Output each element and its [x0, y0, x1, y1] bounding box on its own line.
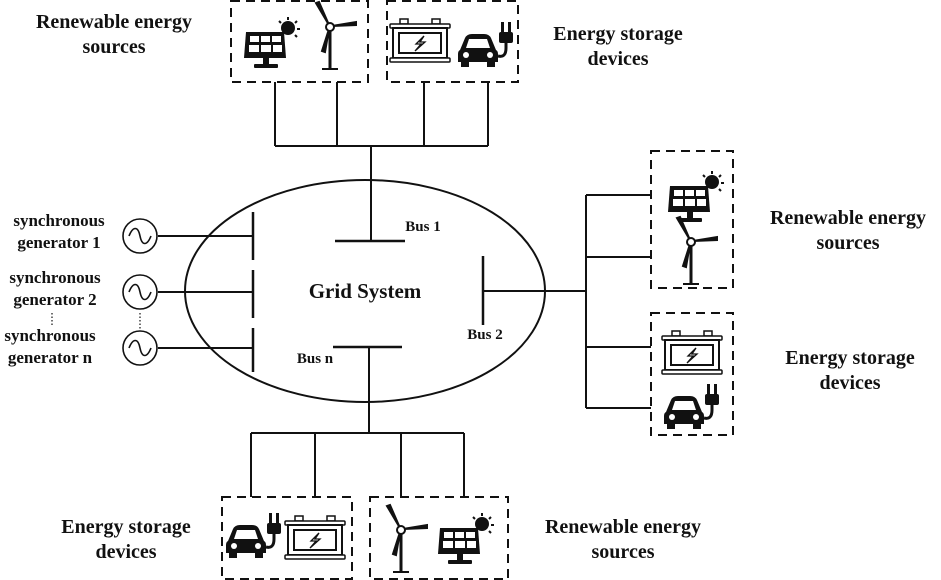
- electric-car-icon: [224, 511, 283, 560]
- grid-system-title: Grid System: [308, 279, 422, 303]
- bus-2-label: Bus 2: [467, 327, 503, 343]
- generator-1-line2: generator 1: [17, 233, 101, 253]
- generator-2-line2: generator 2: [13, 290, 97, 310]
- right-renewable-line1: Renewable energy: [769, 207, 927, 229]
- wind-turbine-icon: [314, 0, 358, 71]
- top-storage-box: [386, 0, 519, 83]
- generator-2-line1: synchronous: [9, 268, 101, 287]
- top-connections: [274, 82, 489, 241]
- bottom-storage-line1: Energy storage: [61, 516, 191, 538]
- top-renewable-line1: Renewable energy: [35, 11, 193, 33]
- ac-source-icon-1: [122, 218, 158, 254]
- right-connections: [483, 194, 651, 409]
- right-renewable-label: Renewable energy sources: [748, 206, 941, 256]
- right-renewable-box: [650, 150, 734, 289]
- right-storage-line2: devices: [819, 372, 881, 394]
- right-renewable-line2: sources: [816, 232, 880, 254]
- solar-panel-icon: [243, 16, 301, 69]
- right-storage-line1: Energy storage: [785, 347, 915, 369]
- generator-connections: [51, 212, 255, 372]
- battery-icon: [389, 18, 451, 63]
- electric-car-icon: [456, 20, 515, 69]
- top-storage-line2: devices: [587, 48, 649, 70]
- top-renewable-label: Renewable energy sources: [14, 10, 214, 60]
- ac-source-icon-n: [122, 330, 158, 366]
- bottom-renewable-line2: sources: [591, 541, 655, 563]
- battery-icon: [661, 330, 723, 375]
- bottom-renewable-box: [369, 496, 509, 580]
- bottom-renewable-line1: Renewable energy: [544, 516, 702, 538]
- solar-panel-icon: [437, 512, 495, 565]
- bottom-storage-label: Energy storage devices: [36, 515, 216, 565]
- bottom-storage-line2: devices: [95, 541, 157, 563]
- bottom-connections: [250, 347, 465, 497]
- bottom-renewable-label: Renewable energy sources: [518, 515, 728, 565]
- right-storage-label: Energy storage devices: [760, 346, 940, 396]
- bus-n-label: Bus n: [296, 351, 334, 367]
- generator-1-label: synchronous generator 1: [0, 210, 118, 254]
- top-storage-line1: Energy storage: [553, 23, 683, 45]
- bottom-storage-box: [221, 496, 353, 580]
- top-renewable-line2: sources: [82, 36, 146, 58]
- wind-turbine-icon: [675, 215, 719, 286]
- electric-car-icon: [662, 382, 721, 431]
- solar-panel-icon: [667, 170, 725, 223]
- generator-n-line2: generator n: [7, 348, 93, 368]
- ac-source-icon-2: [122, 274, 158, 310]
- generator-2-label: synchronous generator 2: [0, 267, 110, 311]
- battery-icon: [284, 515, 346, 560]
- right-storage-box: [650, 312, 734, 436]
- top-renewable-box: [230, 0, 369, 83]
- bus-1-label: Bus 1: [405, 219, 441, 235]
- generator-1-line1: synchronous: [13, 211, 105, 230]
- generator-n-label: synchronous generator n: [0, 325, 106, 369]
- generator-n-line1: synchronous: [4, 326, 96, 345]
- top-storage-label: Energy storage devices: [528, 22, 708, 72]
- wind-turbine-icon: [385, 503, 429, 574]
